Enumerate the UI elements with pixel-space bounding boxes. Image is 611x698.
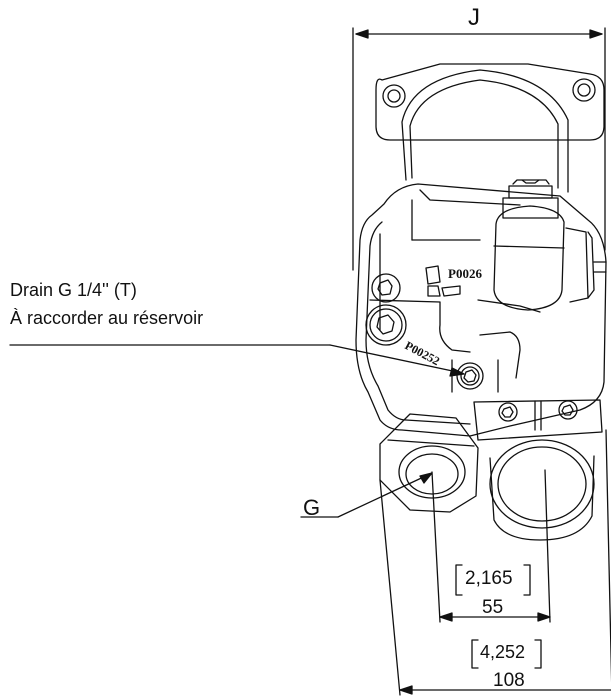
bracket-left-108 bbox=[471, 639, 479, 669]
dimension-108-inch-label: 4,252 bbox=[480, 642, 526, 662]
dimension-j bbox=[352, 27, 606, 271]
bracket-right-55 bbox=[523, 564, 531, 596]
drain-label: Drain G 1/4'' (T) bbox=[10, 280, 137, 300]
body-code-top: P0026 bbox=[448, 266, 482, 281]
body-code-side: P00252 bbox=[403, 338, 443, 368]
drain-leader bbox=[9, 344, 465, 377]
port-g-label: G bbox=[303, 495, 321, 520]
bracket-left-55 bbox=[455, 564, 463, 596]
dimension-108-mm-label: 108 bbox=[493, 670, 525, 691]
dimension-108 bbox=[379, 429, 611, 696]
dimension-55-inch-label: 2,165 bbox=[465, 568, 513, 589]
dimension-55-mm-label: 55 bbox=[482, 597, 504, 618]
bracket-right-108 bbox=[534, 639, 542, 669]
valve-body bbox=[355, 63, 607, 541]
drain-instruction-label: À raccorder au réservoir bbox=[10, 308, 204, 328]
dimension-j-label: J bbox=[468, 4, 480, 31]
dimension-55 bbox=[431, 469, 551, 623]
port-g-leader bbox=[300, 472, 433, 518]
